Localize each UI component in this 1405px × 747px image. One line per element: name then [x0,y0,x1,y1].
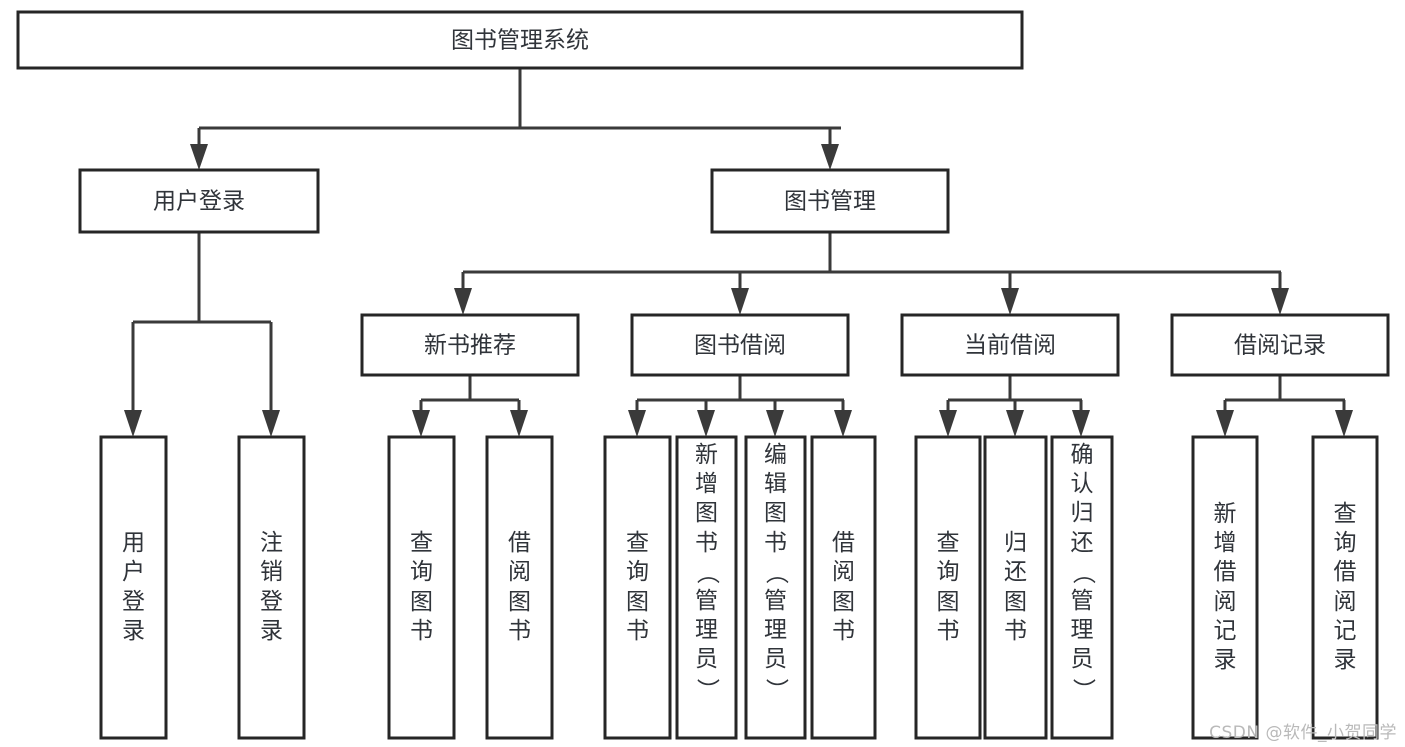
node-new-book-recommend-box[interactable] [360,313,580,377]
node-book-borrow-box[interactable] [630,313,850,377]
arrowhead-current-borrow [1001,288,1019,315]
node-current-borrow-label: 当前借阅 [964,333,1056,359]
node-book-manage-box[interactable] [710,168,950,234]
leaf-box-edit-book[interactable] [744,435,807,740]
node-book-manage-label: 图书管理 [784,189,876,215]
node-root-box[interactable] [16,10,1024,70]
arrowhead-leaf-query-book-1 [412,410,430,437]
arrowhead-leaf-query-book-3 [939,410,957,437]
arrowhead-user-login [190,144,208,170]
connector-group-current-borrow-to-leaves [939,375,1090,437]
arrowhead-leaf-confirm-return [1072,410,1090,437]
node-borrow-record-box[interactable] [1170,313,1390,377]
node-current-borrow-box[interactable] [900,313,1120,377]
leaf-box-user-login[interactable] [99,435,168,740]
arrowhead-leaf-return-book [1006,410,1024,437]
leaf-box-query-book-3[interactable] [914,435,982,740]
connector-group-book-manage-to-level3 [454,232,1289,315]
arrowhead-leaf-borrow-book-2 [834,410,852,437]
arrowhead-borrow-record [1271,288,1289,315]
node-user-login-label: 用户登录 [153,189,245,215]
leaf-box-return-book[interactable] [983,435,1048,740]
leaf-box-borrow-book-2[interactable] [810,435,877,740]
arrowhead-leaf-add-book [697,410,715,437]
node-root-label: 图书管理系统 [451,28,589,54]
csdn-watermark: CSDN @软件_小贺同学 [1209,723,1397,743]
arrowhead-new-book-recommend [454,288,472,315]
arrowhead-leaf-logout [262,410,280,437]
node-book-borrow-label: 图书借阅 [694,333,786,359]
leaf-box-add-record[interactable] [1191,435,1259,740]
arrowhead-book-manage [821,144,839,170]
connector-group-borrow-record-to-leaves [1216,375,1353,437]
connector-group-user-login-to-leaves [124,232,280,437]
leaf-box-query-book-2[interactable] [603,435,672,740]
connector-group-root-to-level2 [190,68,841,170]
arrowhead-leaf-add-record [1216,410,1234,437]
connector-group-new-book-recommend-to-leaves [412,375,528,437]
leaf-box-confirm-return[interactable] [1050,435,1114,740]
node-new-book-recommend-label: 新书推荐 [424,333,516,359]
arrowhead-leaf-borrow-book-1 [510,410,528,437]
leaf-box-add-book[interactable] [675,435,738,740]
node-user-login-box[interactable] [78,168,320,234]
arrowhead-leaf-edit-book [766,410,784,437]
connector-group-book-borrow-to-leaves [628,375,852,437]
arrowhead-leaf-user-login [124,410,142,437]
arrowhead-leaf-query-book-2 [628,410,646,437]
arrowhead-book-borrow [731,288,749,315]
leaf-box-query-book-1[interactable] [387,435,456,740]
leaf-box-query-record[interactable] [1311,435,1379,740]
arrowhead-leaf-query-record [1335,410,1353,437]
node-borrow-record-label: 借阅记录 [1234,333,1326,359]
leaf-box-logout[interactable] [237,435,306,740]
leaf-box-borrow-book-1[interactable] [485,435,554,740]
